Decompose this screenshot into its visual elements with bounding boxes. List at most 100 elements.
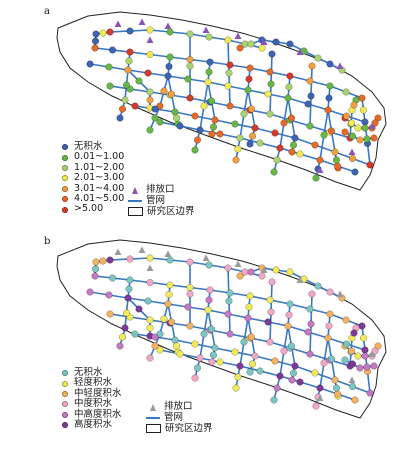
outlet-marker bbox=[138, 18, 146, 25]
node-marker bbox=[165, 62, 173, 71]
node-marker bbox=[171, 108, 179, 116]
node-marker bbox=[106, 28, 114, 36]
node-marker bbox=[370, 362, 378, 370]
legend-severity-classes-b: 无积水 轻度积水 中轻度积水 中度积水 中高度积水 高度积水 bbox=[62, 367, 122, 430]
node-marker bbox=[351, 168, 359, 176]
node-marker bbox=[200, 102, 208, 110]
node-marker bbox=[324, 334, 332, 342]
outlet-marker bbox=[316, 166, 324, 173]
legend-depth-classes-a: 无积水 0.01~1.00 1.01~2.00 2.01~3.00 3.01~4… bbox=[62, 141, 125, 215]
node-marker bbox=[146, 254, 154, 262]
node-marker bbox=[284, 94, 292, 102]
node-marker bbox=[320, 131, 328, 139]
node-marker bbox=[240, 110, 248, 118]
node-marker bbox=[306, 122, 314, 130]
study-area-boundary bbox=[56, 11, 387, 191]
node-marker bbox=[167, 318, 176, 326]
node-marker bbox=[146, 324, 154, 332]
node-marker bbox=[267, 80, 275, 88]
node-marker bbox=[248, 132, 257, 140]
node-marker bbox=[350, 329, 358, 337]
node-marker bbox=[324, 106, 332, 114]
node-marker bbox=[167, 90, 176, 98]
node-marker bbox=[216, 130, 224, 138]
legend-features-a: 排放口 管网 研究区边界 bbox=[128, 184, 195, 217]
node-marker bbox=[273, 156, 281, 164]
node-marker bbox=[246, 140, 254, 148]
panel-letter-b: b bbox=[44, 236, 51, 247]
node-marker bbox=[246, 368, 254, 376]
boundary-box-icon bbox=[146, 424, 161, 434]
node-marker bbox=[236, 134, 244, 142]
node-marker bbox=[186, 55, 194, 64]
node-marker bbox=[205, 261, 213, 269]
node-marker bbox=[348, 360, 357, 368]
node-marker bbox=[166, 281, 174, 289]
legend-item-outlet: 排放口 bbox=[146, 401, 213, 413]
legend-label: 排放口 bbox=[164, 401, 193, 412]
node-marker bbox=[209, 123, 218, 131]
node-marker bbox=[342, 88, 350, 96]
outlet-marker bbox=[164, 22, 172, 29]
node-marker bbox=[156, 346, 164, 354]
node-marker bbox=[341, 356, 349, 364]
legend-dot bbox=[62, 411, 68, 418]
node-marker bbox=[371, 119, 379, 127]
node-marker bbox=[246, 292, 254, 300]
node-marker bbox=[118, 105, 127, 113]
node-marker bbox=[276, 372, 284, 380]
node-marker bbox=[361, 118, 369, 126]
outlet-marker bbox=[296, 48, 304, 55]
node-marker bbox=[160, 87, 168, 95]
node-marker bbox=[234, 373, 242, 381]
node-marker bbox=[266, 296, 274, 304]
node-marker bbox=[354, 124, 362, 132]
pipe-line-icon bbox=[146, 417, 160, 420]
node-marker bbox=[356, 136, 364, 144]
legend-label: 4.01~5.00 bbox=[74, 192, 125, 204]
legend-item: >5.00 bbox=[62, 203, 124, 214]
legend-label: 排放口 bbox=[146, 184, 175, 195]
node-marker bbox=[236, 362, 244, 370]
node-marker bbox=[272, 38, 280, 46]
legend-label: 3.01~4.00 bbox=[74, 182, 125, 194]
node-marker bbox=[92, 258, 100, 266]
outlet-marker bbox=[202, 254, 210, 261]
node-marker bbox=[156, 102, 164, 110]
outlet-marker bbox=[146, 264, 154, 271]
node-marker bbox=[286, 268, 294, 276]
legend-dot bbox=[62, 164, 68, 171]
node-marker bbox=[172, 342, 181, 350]
node-marker bbox=[247, 40, 255, 48]
flood-map-b bbox=[56, 239, 387, 419]
node-marker bbox=[186, 62, 194, 70]
node-marker bbox=[342, 340, 351, 348]
node-marker bbox=[270, 396, 278, 404]
node-marker bbox=[374, 114, 382, 122]
node-marker bbox=[225, 69, 233, 77]
node-marker bbox=[126, 27, 134, 35]
node-marker bbox=[99, 257, 107, 265]
node-marker bbox=[287, 114, 296, 122]
node-marker bbox=[206, 286, 214, 294]
node-marker bbox=[156, 118, 164, 126]
outlet-marker bbox=[348, 376, 356, 383]
node-marker bbox=[266, 68, 274, 76]
node-marker bbox=[86, 60, 94, 68]
node-marker bbox=[288, 376, 296, 384]
node-marker bbox=[226, 102, 234, 110]
node-marker bbox=[366, 161, 374, 169]
legend-label: 0.01~1.00 bbox=[74, 151, 125, 163]
outlet-marker bbox=[164, 250, 172, 257]
node-marker bbox=[316, 156, 324, 164]
node-marker bbox=[350, 101, 358, 109]
legend-label: 管网 bbox=[164, 411, 184, 423]
node-marker bbox=[232, 156, 240, 164]
node-marker bbox=[211, 344, 219, 352]
legend-label: 1.01~2.00 bbox=[74, 161, 125, 173]
node-marker bbox=[125, 57, 133, 65]
node-marker bbox=[286, 72, 294, 80]
node-marker bbox=[125, 285, 133, 293]
node-marker bbox=[196, 354, 204, 362]
node-marker bbox=[92, 30, 100, 38]
